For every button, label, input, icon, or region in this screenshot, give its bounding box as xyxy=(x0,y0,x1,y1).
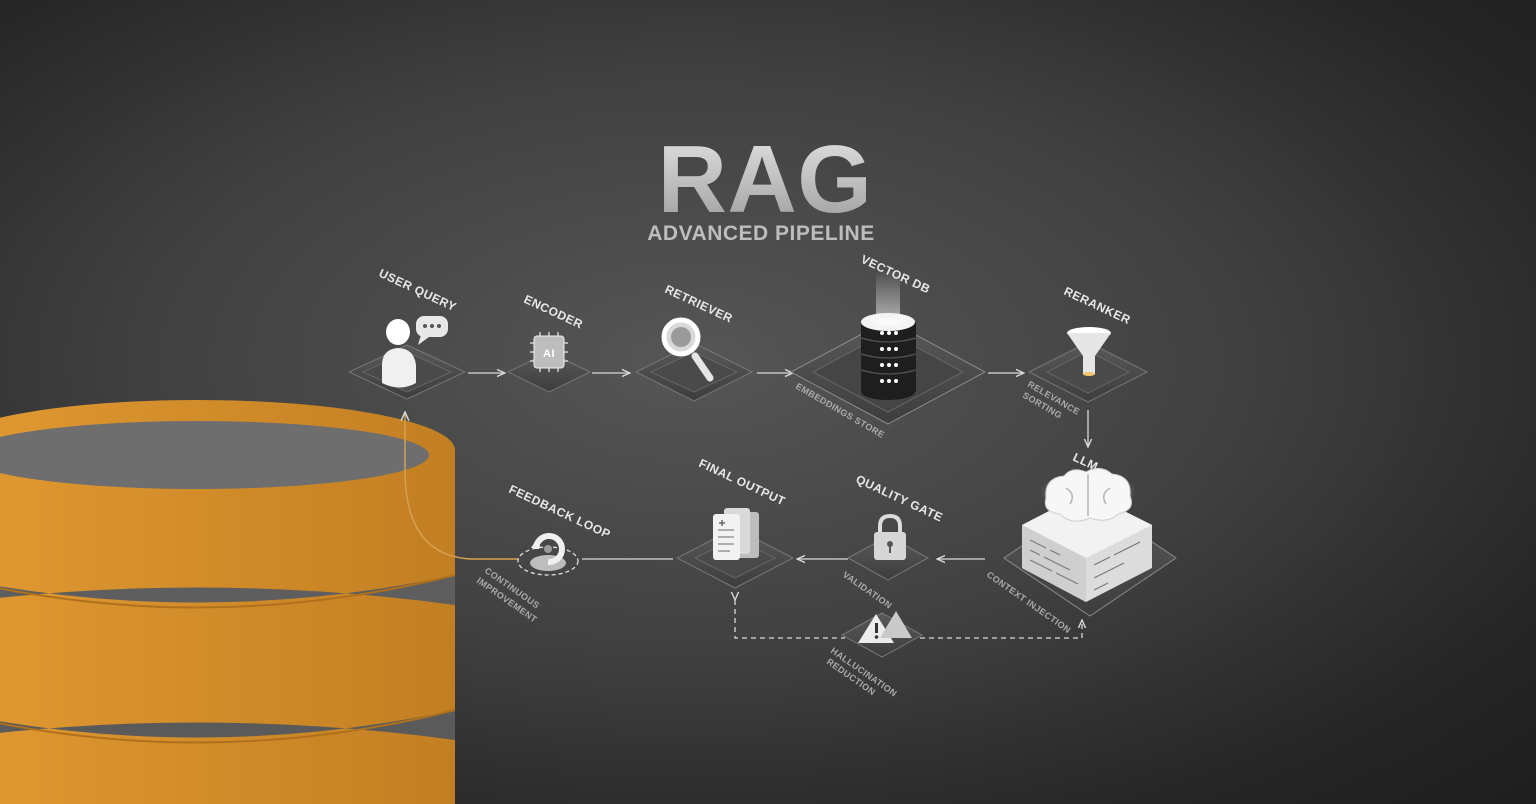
feedback-loop-label: FEEDBACK LOOP xyxy=(507,482,613,541)
node-vector-db: VECTOR DB EMBEDDINGS STORE xyxy=(789,252,987,440)
encoder-label: ENCODER xyxy=(522,292,585,332)
node-reranker: RERANKER RELEVANCE SORTING xyxy=(1021,284,1149,421)
chat-bubble-icon xyxy=(416,316,448,345)
refresh-cycle-icon xyxy=(531,533,565,566)
feedback-return-line xyxy=(405,412,518,560)
orange-database-cylinder xyxy=(0,400,456,804)
diagram-subtitle: ADVANCED PIPELINE xyxy=(647,222,874,245)
documents-icon xyxy=(713,508,759,560)
node-final-output: FINAL OUTPUT xyxy=(675,456,795,589)
node-llm: LLM CONTEXT INJECTION xyxy=(985,450,1177,635)
final-output-label: FINAL OUTPUT xyxy=(697,456,788,508)
reranker-label: RERANKER xyxy=(1062,284,1133,327)
user-person-icon xyxy=(382,319,416,388)
quality-gate-label: QUALITY GATE xyxy=(854,472,945,525)
node-encoder: AI ENCODER xyxy=(506,292,592,393)
node-feedback-loop: FEEDBACK LOOP CONTINUOUS IMPROVEMENT xyxy=(475,482,613,625)
ai-chip-icon: AI xyxy=(530,332,568,372)
padlock-icon xyxy=(874,513,906,560)
server-block-icon xyxy=(1022,492,1152,602)
funnel-icon xyxy=(1067,327,1111,376)
user-query-label: USER QUERY xyxy=(377,266,459,314)
svg-text:AI: AI xyxy=(543,348,555,360)
brain-icon xyxy=(1040,468,1136,522)
database-server-icon xyxy=(860,313,917,400)
node-user-query: USER QUERY xyxy=(347,266,467,400)
warning-triangle-icon xyxy=(858,611,912,643)
magnifier-icon xyxy=(661,317,714,382)
node-hallucination-reduction: HALLUCINATION REDUCTION xyxy=(825,611,924,699)
node-retriever: RETRIEVER xyxy=(634,282,754,402)
connectors xyxy=(468,373,1088,639)
node-quality-gate: QUALITY GATE VALIDATION xyxy=(841,472,945,611)
diagram-title: RAG xyxy=(658,126,873,233)
